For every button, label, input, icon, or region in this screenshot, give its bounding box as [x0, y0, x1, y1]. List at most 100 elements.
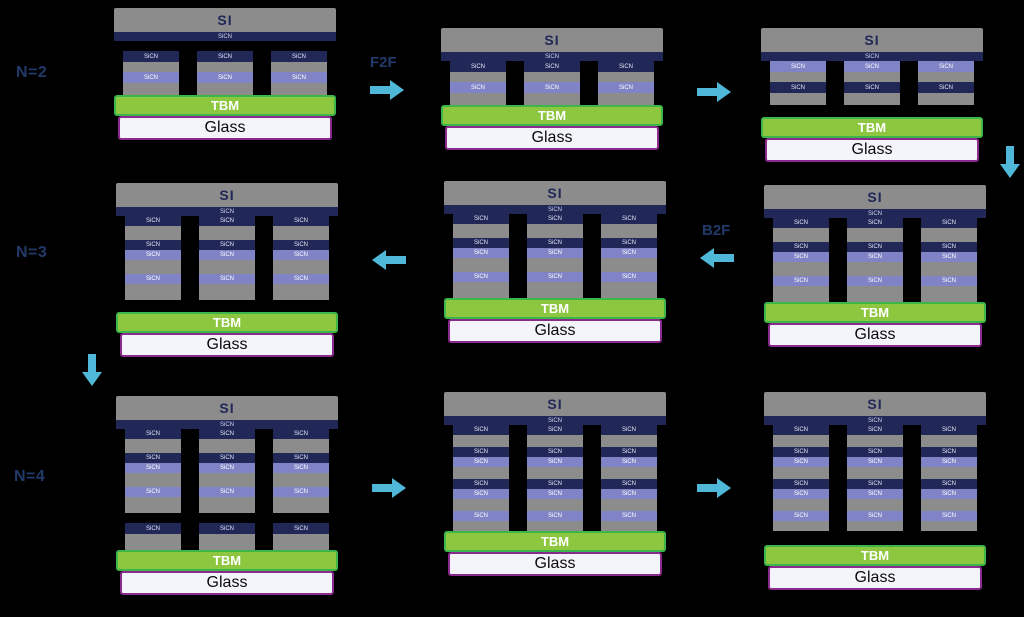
- sicn-layer: SiCN: [921, 479, 977, 489]
- sicn-layer: SiCN: [921, 511, 977, 521]
- sicn-layer: SiCN: [527, 238, 583, 248]
- tbm-layer: TBM: [116, 312, 338, 333]
- si-die-segment: [450, 93, 506, 105]
- sicn-layer: SiCN: [199, 463, 255, 473]
- si-substrate-label: SI: [864, 32, 880, 48]
- sicn-layer: SiCN: [770, 61, 826, 72]
- sicn-layer: SiCN: [527, 248, 583, 258]
- glass-carrier: Glass: [120, 333, 334, 357]
- si-die-segment: [527, 521, 583, 531]
- sicn-layer: SiCN: [273, 429, 329, 439]
- flow-arrow-down: [82, 354, 102, 386]
- si-die-segment: [453, 258, 509, 272]
- die-pillar: SiCN: [273, 523, 329, 550]
- sicn-layer: SiCN: [271, 51, 327, 62]
- sicn-layer: SiCN: [601, 248, 657, 258]
- si-die-segment: [125, 473, 181, 487]
- row-label-n3: N=3: [16, 244, 48, 261]
- sicn-layer: SiCN: [197, 51, 253, 62]
- si-substrate-label: SI: [217, 12, 233, 28]
- si-die-segment: [271, 83, 327, 95]
- sicn-layer: SiCN: [847, 425, 903, 435]
- si-die-segment: [199, 439, 255, 453]
- sicn-layer: SiCN: [453, 511, 509, 521]
- si-die-segment: [598, 93, 654, 105]
- sicn-layer: SiCN: [921, 276, 977, 286]
- sicn-layer: SiCN: [199, 250, 255, 260]
- sicn-bond-strip: SiCN: [764, 209, 986, 218]
- sicn-layer: SiCN: [450, 82, 506, 93]
- sicn-layer: SiCN: [921, 242, 977, 252]
- sicn-layer: SiCN: [921, 457, 977, 467]
- glass-carrier: Glass: [768, 323, 982, 347]
- sicn-layer: SiCN: [125, 250, 181, 260]
- sicn-strip-label: SiCN: [544, 53, 559, 60]
- sicn-bond-strip: SiCN: [441, 52, 663, 61]
- sicn-layer: SiCN: [199, 523, 255, 534]
- tbm-layer: TBM: [444, 531, 666, 552]
- si-die-segment: [125, 226, 181, 240]
- glass-carrier: Glass: [448, 319, 662, 343]
- tbm-layer: TBM: [444, 298, 666, 319]
- sicn-layer: SiCN: [125, 274, 181, 284]
- sicn-layer: SiCN: [773, 276, 829, 286]
- sicn-layer: SiCN: [524, 82, 580, 93]
- arrow-shaft: [714, 254, 734, 262]
- si-substrate-label: SI: [867, 189, 883, 205]
- sicn-layer: SiCN: [847, 242, 903, 252]
- sicn-bond-strip: SiCN: [444, 416, 666, 425]
- sicn-layer: SiCN: [453, 479, 509, 489]
- sicn-layer: SiCN: [453, 248, 509, 258]
- si-die-segment: [453, 435, 509, 447]
- sicn-layer: SiCN: [773, 489, 829, 499]
- si-die-segment: [273, 497, 329, 513]
- sicn-layer: SiCN: [527, 479, 583, 489]
- sicn-layer: SiCN: [453, 425, 509, 435]
- si-die-segment: [921, 467, 977, 479]
- tbm-layer: TBM: [761, 117, 983, 138]
- sicn-layer: SiCN: [453, 457, 509, 467]
- sicn-layer: SiCN: [773, 479, 829, 489]
- die-pillar: SiCN: [199, 523, 255, 550]
- flow-arrow-right: [372, 478, 406, 498]
- sicn-layer: SiCN: [921, 489, 977, 499]
- si-die-segment: [453, 499, 509, 511]
- si-die-segment: [453, 467, 509, 479]
- sicn-layer: SiCN: [847, 252, 903, 262]
- si-substrate: SI: [116, 396, 338, 420]
- sicn-layer: SiCN: [601, 479, 657, 489]
- si-die-segment: [773, 228, 829, 242]
- arrow-shaft: [697, 88, 717, 96]
- sicn-layer: SiCN: [601, 489, 657, 499]
- si-die-segment: [844, 72, 900, 82]
- sicn-layer: SiCN: [453, 214, 509, 224]
- sicn-layer: SiCN: [601, 214, 657, 224]
- si-die-segment: [601, 499, 657, 511]
- sicn-bond-strip: SiCN: [116, 207, 338, 216]
- sicn-layer: SiCN: [773, 425, 829, 435]
- si-die-segment: [125, 260, 181, 274]
- sicn-layer: SiCN: [773, 447, 829, 457]
- si-die-segment: [527, 282, 583, 298]
- glass-carrier: Glass: [445, 126, 659, 150]
- sicn-layer: SiCN: [453, 238, 509, 248]
- si-die-segment: [773, 467, 829, 479]
- si-die-segment: [601, 224, 657, 238]
- sicn-layer: SiCN: [273, 274, 329, 284]
